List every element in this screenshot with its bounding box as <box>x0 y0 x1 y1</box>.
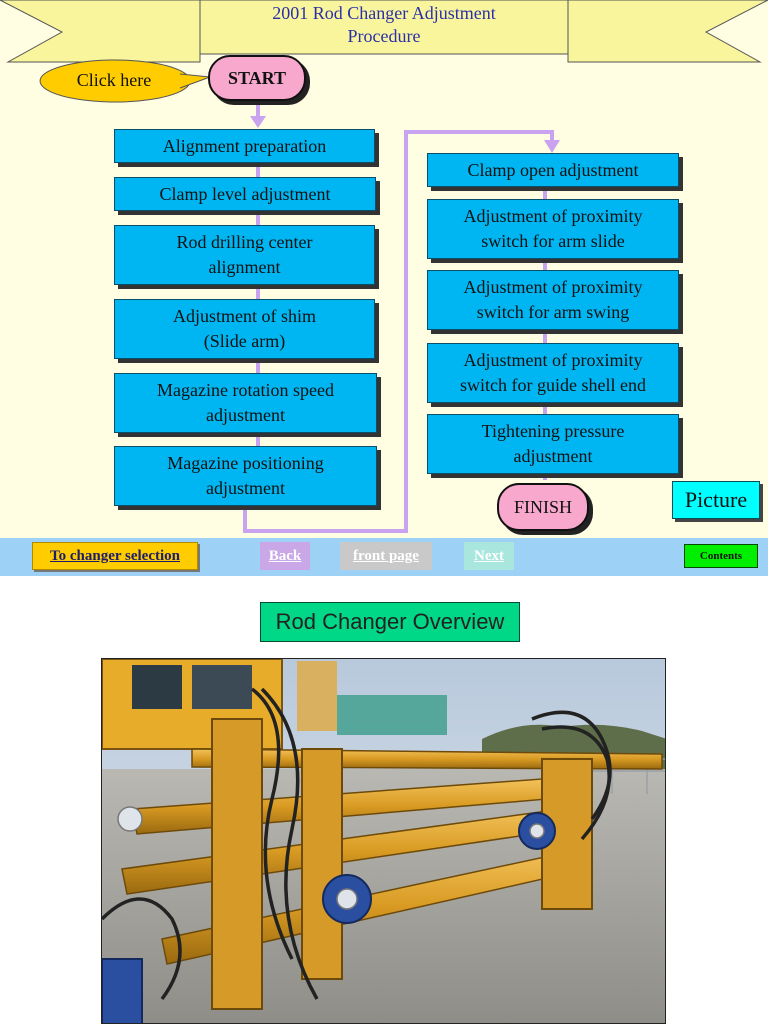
step-label: Adjustment of proximity <box>463 350 643 370</box>
step-label: (Slide arm) <box>203 331 286 351</box>
finish-button[interactable]: FINISH <box>497 483 589 531</box>
step-label: Alignment preparation <box>162 135 327 156</box>
step-label: Adjustment of shim <box>173 306 316 326</box>
rod-changer-photo <box>101 658 666 1024</box>
step-label: adjustment <box>206 405 285 425</box>
step-adjustment-of-shim[interactable]: Adjustment of shim (Slide arm) <box>114 299 375 359</box>
step-magazine-rotation-speed[interactable]: Magazine rotation speed adjustment <box>114 373 377 433</box>
step-magazine-positioning[interactable]: Magazine positioning adjustment <box>114 446 377 506</box>
step-label: adjustment <box>205 478 285 498</box>
front-page-button[interactable]: front page <box>340 542 432 570</box>
start-arrowhead <box>250 116 266 128</box>
step-label: alignment <box>208 257 281 277</box>
column-link-connector <box>243 130 554 533</box>
step-label: Adjustment of proximity <box>463 206 643 226</box>
step-label: Magazine positioning <box>167 453 324 473</box>
step-label: Rod drilling center <box>176 232 313 252</box>
start-button[interactable]: START <box>208 55 306 101</box>
step-label: switch for arm swing <box>476 302 630 322</box>
back-button[interactable]: Back <box>260 542 310 570</box>
picture-button[interactable]: Picture <box>672 481 760 519</box>
step-clamp-level-adjustment[interactable]: Clamp level adjustment <box>114 177 376 211</box>
step-clamp-open-adjustment[interactable]: Clamp open adjustment <box>427 153 679 187</box>
navigation-bar: To changer selection Back front page Nex… <box>0 538 768 576</box>
step-rod-drilling-center-alignment[interactable]: Rod drilling center alignment <box>114 225 375 285</box>
procedure-slide: 2001 Rod Changer Adjustment Procedure Cl… <box>0 0 768 538</box>
step-tightening-pressure[interactable]: Tightening pressure adjustment <box>427 414 679 474</box>
title-line-2: Procedure <box>347 26 421 46</box>
step-label: Magazine rotation speed <box>157 380 334 400</box>
step-proximity-arm-slide[interactable]: Adjustment of proximity switch for arm s… <box>427 199 679 259</box>
page-title: 2001 Rod Changer Adjustment Procedure <box>200 2 568 48</box>
overview-heading: Rod Changer Overview <box>260 602 520 642</box>
step-label: adjustment <box>513 446 593 466</box>
next-button[interactable]: Next <box>464 542 514 570</box>
step-label: Tightening pressure <box>481 421 625 441</box>
rod-changer-illustration <box>102 659 665 1023</box>
click-here-callout[interactable]: Click here <box>76 69 152 90</box>
step-label: switch for arm slide <box>481 231 625 251</box>
step-label: switch for guide shell end <box>460 375 646 395</box>
changer-selection-button[interactable]: To changer selection <box>32 542 198 570</box>
step-proximity-guide-shell-end[interactable]: Adjustment of proximity switch for guide… <box>427 343 679 403</box>
step-alignment-preparation[interactable]: Alignment preparation <box>114 129 375 163</box>
contents-button[interactable]: Contents <box>684 544 758 568</box>
banner-ribbon <box>0 0 768 103</box>
step-label: Clamp open adjustment <box>467 159 639 180</box>
step-proximity-arm-swing[interactable]: Adjustment of proximity switch for arm s… <box>427 270 679 330</box>
step-label: Clamp level adjustment <box>159 183 331 204</box>
right-column-arrowhead <box>544 140 560 153</box>
title-line-1: 2001 Rod Changer Adjustment <box>272 3 496 23</box>
step-label: Adjustment of proximity <box>463 277 643 297</box>
